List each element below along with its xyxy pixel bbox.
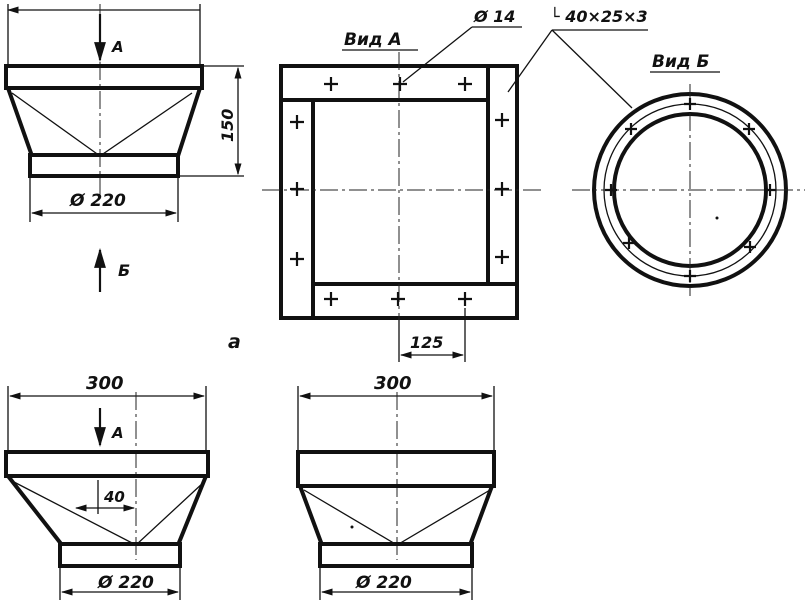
- bottom-spigot: [318, 542, 474, 568]
- angle-section-text: └ 40×25×3: [550, 6, 648, 26]
- bolt-hole: [605, 184, 617, 196]
- taper-body: [298, 485, 494, 546]
- bolt-hole: [623, 237, 635, 249]
- bolt-hole: [684, 270, 696, 282]
- side-view-bottom-right: 300 Ø 220: [296, 373, 496, 600]
- offset-dimension-text: 40: [103, 488, 125, 506]
- stiffener-lines: [11, 92, 193, 157]
- top-flange: [4, 450, 210, 478]
- bottom-spigot: [28, 153, 180, 178]
- view-a-title: Вид А: [344, 30, 402, 50]
- bolt-hole: [324, 77, 338, 91]
- taper-body: [6, 87, 202, 157]
- bolt-hole: [393, 77, 407, 91]
- bolt-hole: [625, 123, 637, 135]
- view-a-square-flange: Вид А Ø 14 └ 40×25×3 125 а: [228, 6, 648, 362]
- bolt-hole: [684, 98, 696, 110]
- bolt-hole: [495, 113, 509, 127]
- width-dimension-text: 300: [86, 373, 124, 394]
- angle-leader-line: [507, 29, 553, 93]
- bolt-hole: [324, 292, 338, 306]
- bolt-hole: [495, 250, 509, 264]
- arrow-b-label: Б: [118, 261, 130, 280]
- bolt-hole: [744, 241, 756, 253]
- diameter-dimension-text: Ø 220: [355, 573, 412, 593]
- bolt-hole: [290, 115, 304, 129]
- taper-body: [6, 474, 208, 547]
- bolt-spacing-text: 125: [410, 333, 443, 352]
- bolt-hole: [764, 184, 776, 196]
- hole-leader-line: [402, 26, 473, 83]
- bolt-hole: [743, 123, 755, 135]
- bottom-spigot: [58, 542, 182, 568]
- view-b-round-flange: Вид Б: [572, 52, 805, 296]
- height-dimension-text: 150: [218, 109, 237, 142]
- angle-leader-line: [551, 29, 633, 109]
- bolt-hole: [290, 182, 304, 196]
- side-view-top-left: А 150 Ø 220 Б: [4, 4, 244, 292]
- diameter-dimension-text: Ø 220: [97, 573, 154, 593]
- bolt-hole: [495, 182, 509, 196]
- figure-letter: а: [228, 331, 241, 353]
- speck: [350, 525, 354, 529]
- side-view-bottom-left: 300 А 40 Ø 220: [4, 373, 210, 600]
- speck: [715, 216, 719, 220]
- bolt-hole: [391, 292, 405, 306]
- hole-diameter-text: Ø 14: [473, 7, 515, 26]
- width-dimension-text: 300: [374, 373, 412, 394]
- top-flange: [4, 64, 204, 90]
- arrow-a-label: А: [111, 424, 124, 442]
- bolt-hole: [290, 252, 304, 266]
- arrow-a-label: А: [111, 38, 124, 56]
- bolt-hole: [458, 292, 472, 306]
- view-b-title: Вид Б: [652, 52, 710, 72]
- bolt-hole: [458, 77, 472, 91]
- diameter-dimension-text: Ø 220: [69, 191, 126, 211]
- top-flange: [296, 450, 496, 488]
